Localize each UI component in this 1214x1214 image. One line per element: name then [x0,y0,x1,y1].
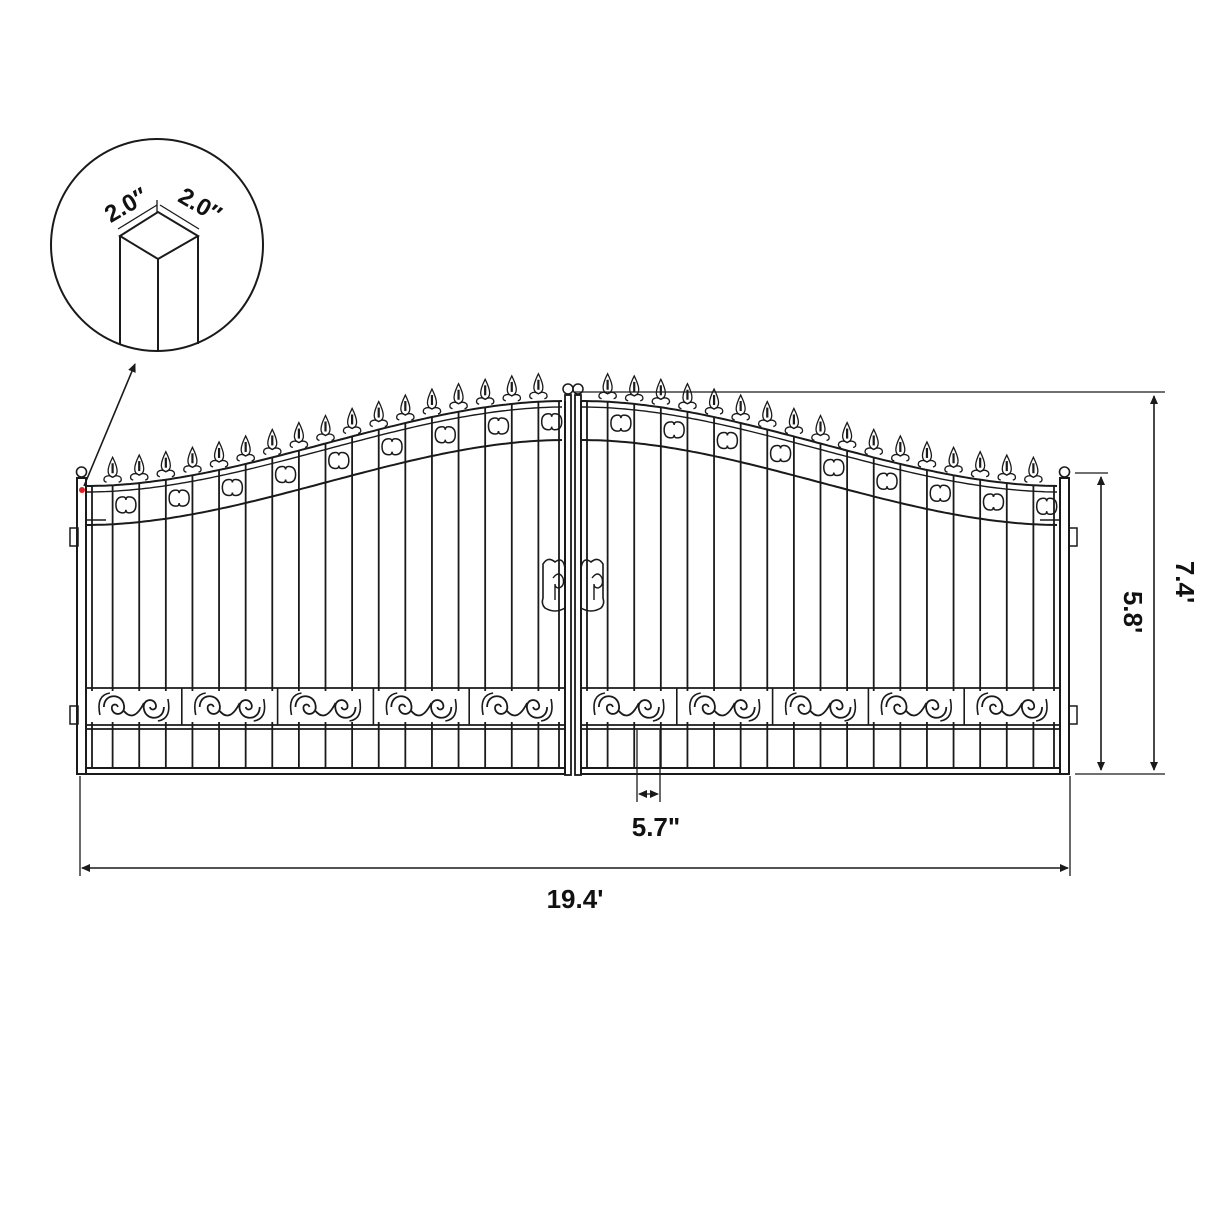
c-scroll-pair [434,426,457,444]
spear-finial [1024,455,1043,483]
spear-finial [129,453,149,481]
c-scroll-pair [168,489,190,507]
spear-finial [731,393,750,421]
spear-finial [103,455,122,483]
right-post [1058,466,1078,775]
top-rail-inner [86,406,563,493]
spear-finial [289,421,309,449]
picket-spacing-label: 5.7" [632,812,680,842]
spear-finial [651,377,671,405]
post-detail-callout: 2.0″ 2.0″ [50,138,264,493]
post-height-label: 5.8' [1118,591,1148,633]
c-scroll-pair [274,465,297,484]
top-rail [86,400,563,487]
scroll-ornament [194,692,266,722]
spear-finial [316,414,335,442]
c-scroll-pair [487,417,510,435]
callout-marker-dot [79,487,85,493]
arch-rail [581,439,1058,526]
spear-finial [422,387,442,415]
scroll-ornament [385,692,457,722]
spear-finial [449,382,468,410]
post-width-label: 2.0″ [100,182,153,228]
spear-finial [970,450,990,478]
c-scroll-pair [663,421,685,439]
detail-circle [50,138,264,352]
scroll-ornament [481,692,553,722]
spear-finial [917,440,937,468]
square-post-icon [117,200,200,350]
spear-finial [502,374,522,402]
dimension-picket-spacing: 5.7" [632,730,680,842]
spear-finial [183,445,202,473]
c-scroll-pair [115,496,137,514]
spear-finial [156,450,176,478]
left-post [69,466,88,775]
c-scroll-pair [328,451,350,470]
scroll-ornament [976,692,1048,722]
spear-finial [944,445,963,473]
c-scroll-pair [929,484,952,502]
spear-finial [784,406,804,435]
scroll-ornament [289,692,362,722]
spear-finial [997,453,1017,481]
overall-width-label: 19.4' [547,884,604,914]
top-rail [581,400,1058,487]
gate-drawing [69,372,1078,776]
spear-finial [598,372,617,400]
c-scroll-pair [1035,497,1058,516]
dimension-post-height: 5.8' [1075,472,1148,771]
c-scroll-pair [982,493,1005,511]
spear-finial [475,377,495,405]
spear-finial [811,414,830,442]
left-leaf-frame [85,372,566,775]
spear-finial [209,440,229,468]
post-depth-label: 2.0″ [174,183,227,229]
total-height-label: 7.4' [1170,561,1200,603]
arch-rail [86,439,563,526]
spear-finial [837,421,857,449]
scroll-ornament [880,692,952,722]
c-scroll-pair [381,437,403,456]
scroll-ornament [689,692,761,722]
top-rail-inner [581,406,1058,493]
spear-finial [678,382,697,410]
spear-finial [624,374,644,402]
spear-finial [704,387,724,415]
c-scroll-pair [823,458,845,477]
latch-left [541,558,566,612]
spear-finial [891,434,910,462]
spear-finial [342,406,362,435]
scroll-ornament [593,692,665,722]
scroll-ornament [98,692,170,722]
spear-finial [757,400,777,428]
spear-finial [369,400,389,428]
spear-finial [262,427,282,456]
callout-pointer [83,363,136,487]
spear-finial [236,434,255,462]
latch-right [580,558,605,612]
c-scroll-pair [716,431,739,450]
c-scroll-pair [610,414,632,432]
dimension-overall-width: 19.4' [79,776,1071,914]
spear-finial [864,427,884,456]
scroll-ornament [784,692,857,722]
spear-finial [396,393,415,421]
dimension-total-height: 7.4' [575,391,1200,775]
c-scroll-pair [540,412,563,431]
c-scroll-pair [221,478,244,497]
c-scroll-pair [769,444,792,463]
spear-finial [529,372,548,400]
right-leaf-frame [580,372,1061,775]
c-scroll-pair [876,472,898,491]
